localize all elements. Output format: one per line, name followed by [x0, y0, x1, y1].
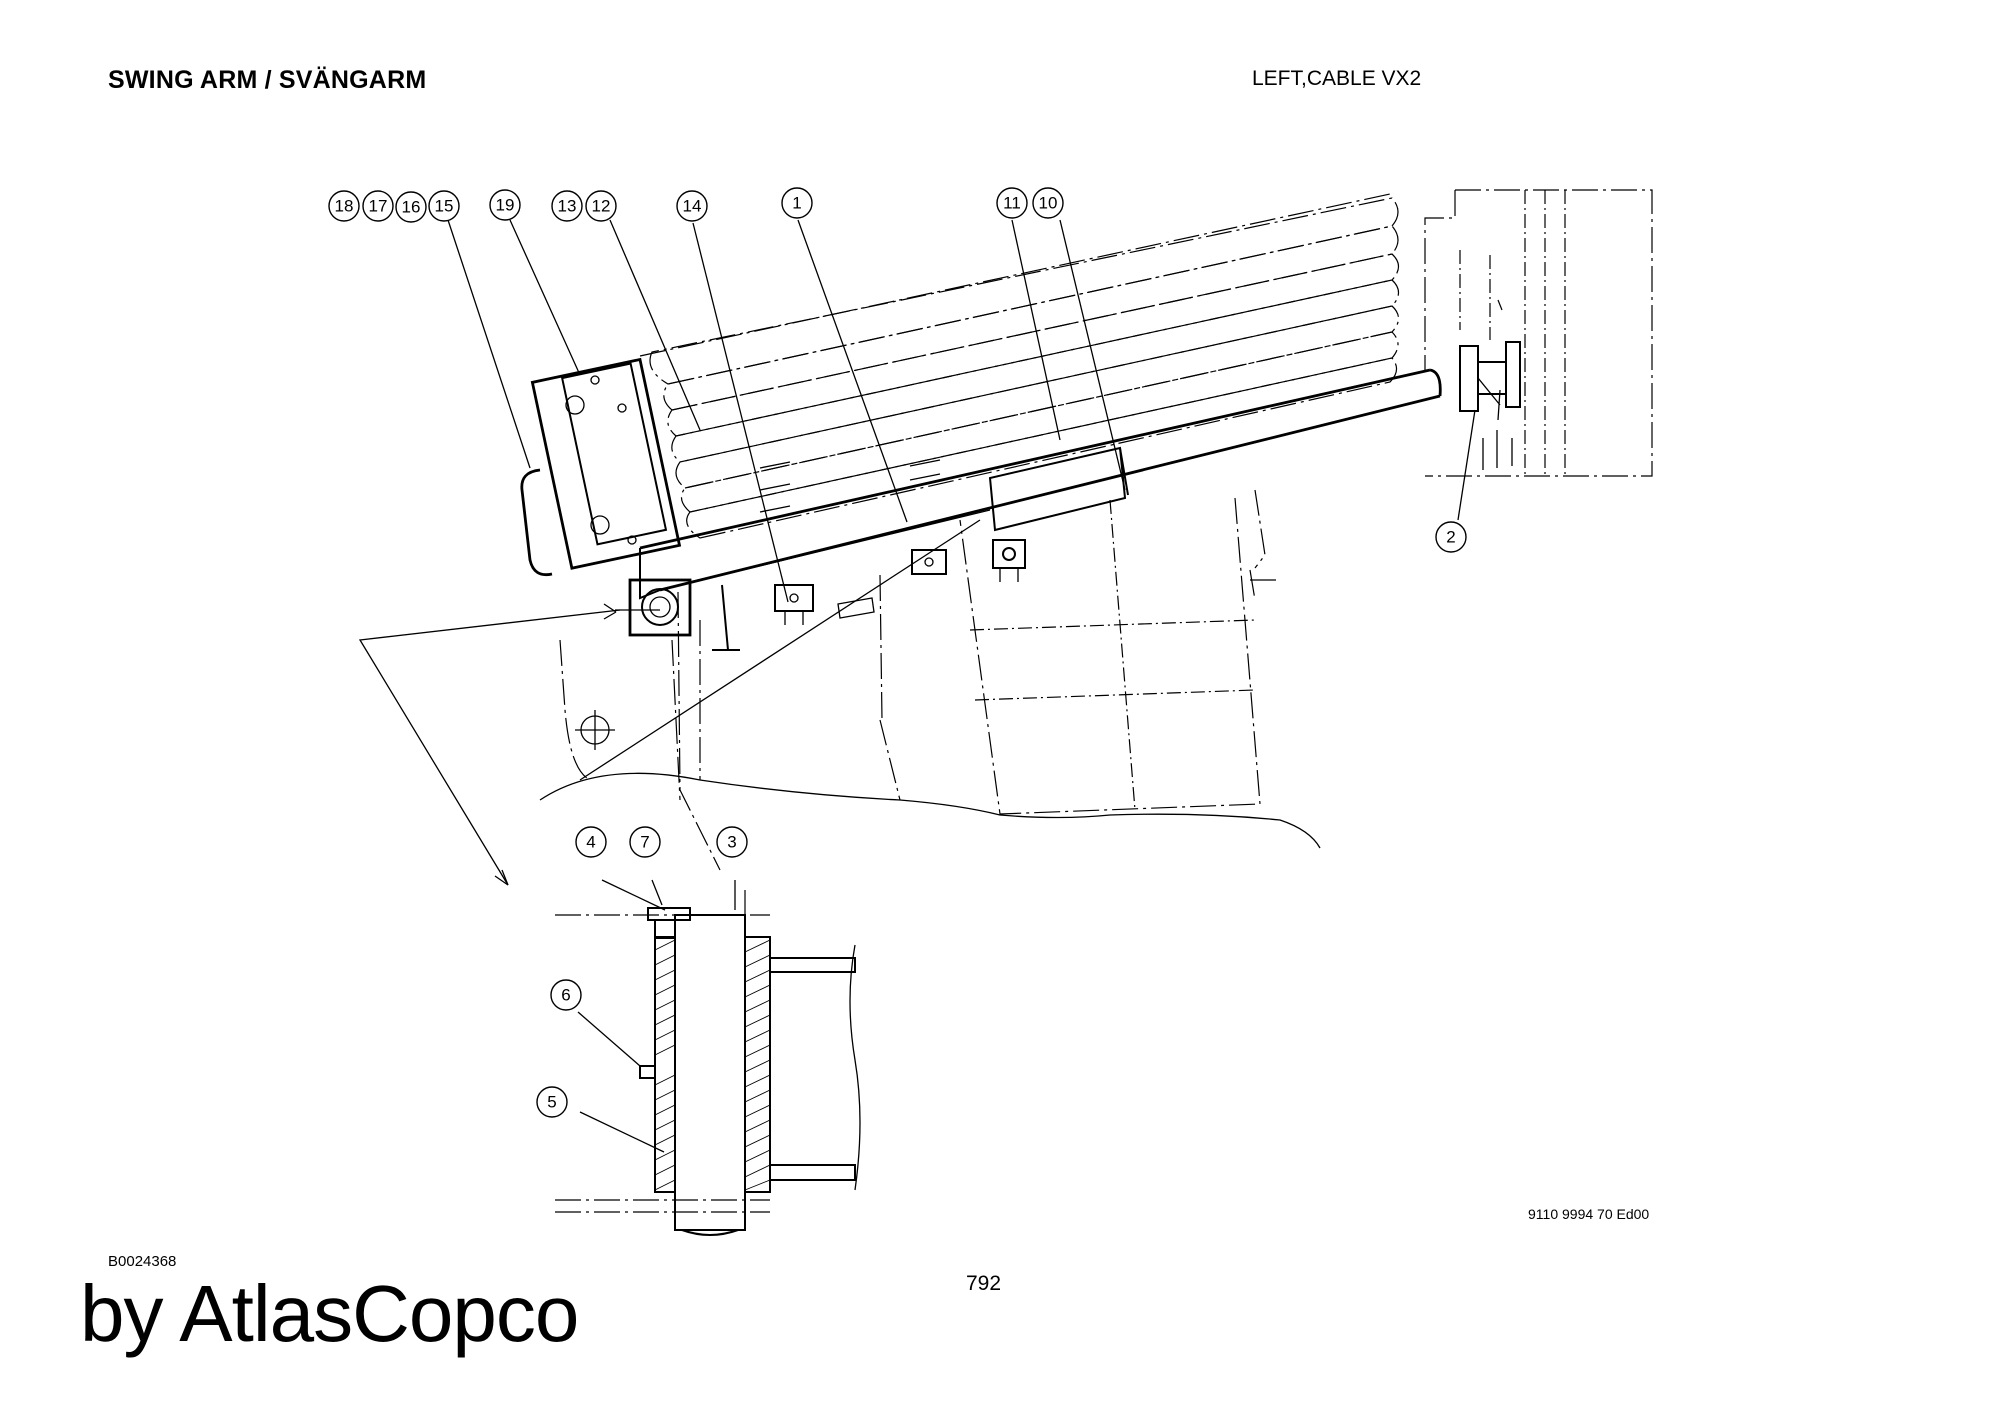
leader-lines: [358, 219, 1476, 1153]
page-number: 792: [966, 1272, 1002, 1295]
callout-1: 1: [781, 187, 813, 219]
svg-text:17: 17: [369, 197, 388, 216]
svg-text:3: 3: [727, 833, 736, 852]
svg-text:5: 5: [547, 1093, 556, 1112]
callout-11: 11: [996, 187, 1028, 219]
svg-text:7: 7: [640, 833, 649, 852]
swing-arm: [639, 368, 1442, 600]
image-id: B0024368: [108, 1253, 177, 1270]
svg-text:18: 18: [335, 197, 354, 216]
pivot-block: [628, 578, 740, 651]
svg-text:14: 14: [683, 197, 702, 216]
callout-14: 14: [676, 190, 708, 222]
callout-15: 15: [428, 190, 460, 222]
svg-text:12: 12: [592, 197, 611, 216]
end-fitting: [1459, 341, 1521, 421]
callout-10: 10: [1032, 187, 1064, 219]
callout-13: 13: [551, 190, 583, 222]
svg-text:13: 13: [558, 197, 577, 216]
callout-6: 6: [550, 979, 582, 1011]
drawing-number: 9110 9994 70 Ed00: [1528, 1206, 1650, 1222]
svg-text:19: 19: [496, 196, 515, 215]
brand-watermark: by AtlasCopco: [80, 1269, 579, 1358]
svg-text:15: 15: [435, 197, 454, 216]
svg-text:1: 1: [792, 194, 801, 213]
pivot-section-view: [555, 890, 861, 1236]
svg-text:6: 6: [561, 986, 570, 1005]
callout-4: 4: [575, 826, 607, 858]
callout-18: 18: [328, 190, 360, 222]
callout-5: 5: [536, 1086, 568, 1118]
page-subtitle: LEFT,CABLE VX2: [1252, 67, 1422, 90]
callout-3: 3: [716, 826, 748, 858]
callout-16: 16: [395, 191, 427, 223]
svg-text:10: 10: [1039, 194, 1058, 213]
svg-text:4: 4: [586, 833, 595, 852]
svg-text:11: 11: [1003, 194, 1021, 213]
page-title: SWING ARM / SVÄNGARM: [108, 66, 427, 94]
chassis-outline: [539, 189, 1653, 871]
callout-17: 17: [362, 190, 394, 222]
svg-text:2: 2: [1446, 528, 1455, 547]
callout-2: 2: [1435, 521, 1467, 553]
callout-7: 7: [629, 826, 661, 858]
svg-text:16: 16: [402, 198, 421, 217]
cable-guide: [520, 357, 682, 577]
clamps: [774, 539, 1026, 625]
callout-19: 19: [489, 189, 521, 221]
callout-bubbles: 18 17 16 15 19 13 12 14 1 11 10 2 4 7 3 …: [328, 187, 1467, 1118]
callout-12: 12: [585, 190, 617, 222]
cable-coils: [639, 193, 1400, 539]
